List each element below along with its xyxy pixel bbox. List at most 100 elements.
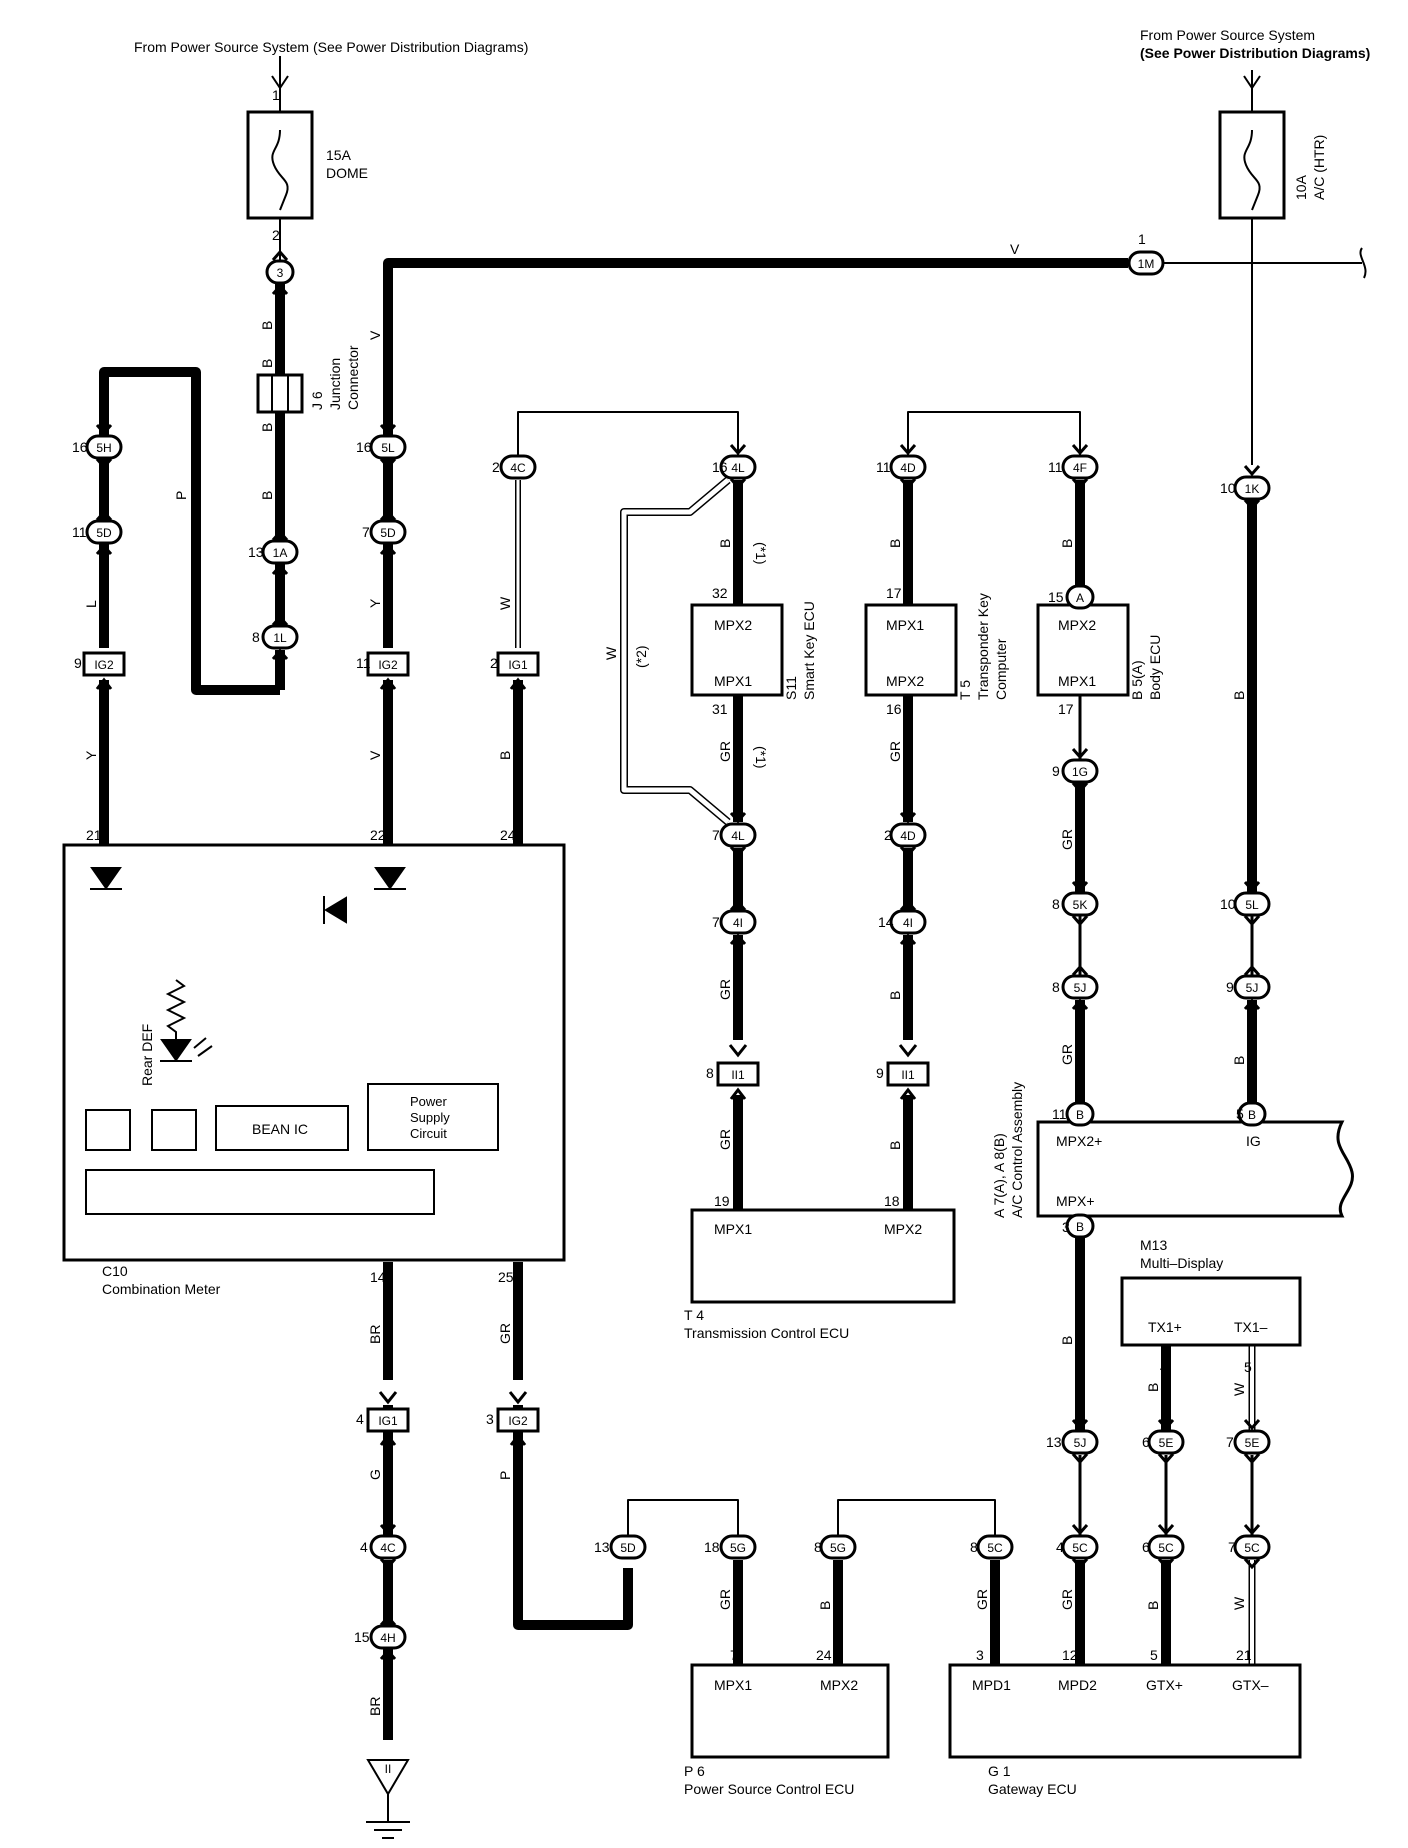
junction-code: J 6: [309, 391, 325, 410]
trans-ecu-mpx1: MPX1: [714, 1221, 752, 1237]
wire-color-label: L: [83, 600, 99, 608]
ground-icon: [366, 1759, 410, 1839]
trans-ecu-code: T 4: [684, 1307, 704, 1323]
top-right-source-line1: From Power Source System: [1140, 27, 1315, 43]
pin-number: 3: [1062, 1219, 1070, 1235]
wire-color-label: W: [497, 596, 513, 610]
wire-color-label: B: [1145, 1383, 1161, 1392]
connector-c5C_b: 5C: [1061, 1524, 1099, 1570]
connector-label: 1K: [1245, 482, 1260, 496]
rect-connector-ig1_a: IG1: [496, 651, 540, 690]
smart-key-bottom-pin: MPX1: [714, 673, 752, 689]
wire-color-label: W: [603, 646, 619, 660]
pin-number: 18: [704, 1539, 720, 1555]
wire-color-label: BR: [367, 1325, 383, 1344]
connector-label: A: [1076, 591, 1084, 605]
connector-c5K: 5K: [1061, 881, 1099, 927]
ac-name: A/C Control Assembly: [1009, 1082, 1025, 1218]
connector-c4D_a: 4D: [889, 444, 927, 490]
pin-number: 21: [86, 827, 102, 843]
pin-number: 13: [1046, 1434, 1062, 1450]
wire-color-label: B: [1145, 1601, 1161, 1610]
connector-label: 5C: [1244, 1541, 1260, 1555]
connector-label: B: [1248, 1108, 1256, 1122]
wire-color-label: G: [367, 1469, 383, 1480]
rect-connector-ii1_b: II1: [886, 1061, 930, 1100]
connector-label: 3: [277, 266, 284, 280]
connector-label: 5H: [96, 441, 111, 455]
body-ecu-name: Body ECU: [1147, 635, 1163, 700]
connector-cB1: B: [1065, 1101, 1095, 1127]
junction-name1: Junction: [327, 358, 343, 410]
trans-ecu-mpx2: MPX2: [884, 1221, 922, 1237]
connector-label: 5J: [1074, 981, 1087, 995]
connector-label: 5D: [96, 526, 112, 540]
md-tx1plus: TX1+: [1148, 1319, 1182, 1335]
pin-number: 8: [1052, 979, 1060, 995]
connector-label: 5L: [381, 441, 395, 455]
wire-color-label: B: [259, 423, 275, 432]
connector-c5D_b: 5D: [369, 509, 407, 555]
pin-number: 4: [356, 1411, 364, 1427]
connector-c5L_b: 5L: [1233, 881, 1271, 927]
connector-cB2: B: [1237, 1101, 1267, 1127]
pin-number: 11: [356, 655, 371, 671]
ac-mpxplus: MPX+: [1056, 1193, 1095, 1209]
pin-number: 8: [706, 1065, 714, 1081]
wire-color-label: GR: [717, 979, 733, 1000]
pin-number: 4: [1056, 1539, 1064, 1555]
connector-label: 1G: [1072, 765, 1088, 779]
connector-c5H: 5H: [85, 424, 123, 470]
wire-color-label: B: [887, 1141, 903, 1150]
rect-connector-ig1_b: IG1: [366, 1407, 410, 1446]
wire-color-label: GR: [974, 1589, 990, 1610]
gw-name: Gateway ECU: [988, 1781, 1077, 1797]
connector-c4I_b: 4I: [889, 899, 927, 945]
pin-number: 16: [72, 439, 88, 455]
pin-number: 14: [878, 914, 894, 930]
pin-number: 9: [74, 655, 82, 671]
note-1a: (*1): [753, 542, 769, 565]
connector-c5C_d: 5C: [1233, 1524, 1271, 1570]
connector-c4H: 4H: [369, 1614, 407, 1660]
note-1b: (*1): [753, 746, 769, 769]
body-ecu-top-pin: MPX2: [1058, 617, 1096, 633]
gw-mpd2: MPD2: [1058, 1677, 1097, 1693]
rect-connector-ii1_a: II1: [716, 1061, 760, 1100]
ac-mpx2plus: MPX2+: [1056, 1133, 1102, 1149]
pin-number: 4: [1160, 1359, 1168, 1375]
wire-color-label: GR: [497, 1323, 513, 1344]
connector-label: 4C: [380, 1541, 396, 1555]
wire-color-label: GR: [1059, 1044, 1075, 1065]
multi-display-code: M13: [1140, 1237, 1167, 1253]
pin-number: 7: [730, 1647, 738, 1663]
wire-color-label: B: [259, 321, 275, 330]
connector-label: 5J: [1246, 981, 1259, 995]
multi-display-box: [1120, 1276, 1302, 1347]
junction-name2: Connector: [345, 345, 361, 410]
pin-number: 12: [1062, 1647, 1078, 1663]
ac-code: A 7(A), A 8(B): [991, 1133, 1007, 1218]
connector-c4L_a: 4L: [719, 444, 757, 490]
top-left-source-label: From Power Source System (See Power Dist…: [134, 39, 528, 55]
wire-color-label: B: [259, 359, 275, 368]
pin-number: 18: [884, 1193, 900, 1209]
ps-mpx2: MPX2: [820, 1677, 858, 1693]
connector-label: 5G: [830, 1541, 846, 1555]
top-right-source-line2: (See Power Distribution Diagrams): [1140, 45, 1370, 61]
dome-fuse-name: DOME: [326, 165, 368, 181]
wire-color-label: B: [817, 1601, 833, 1610]
wire-color-label: P: [497, 1471, 513, 1480]
pin-number: 25: [498, 1269, 514, 1285]
rect-connector-label: IG2: [378, 658, 398, 672]
connector-c5L: 5L: [369, 424, 407, 470]
rect-connector-label: II1: [731, 1068, 745, 1082]
connector-c4D_b: 4D: [889, 812, 927, 858]
pin-number: 9: [876, 1065, 884, 1081]
transponder-name1: Transponder Key: [975, 593, 991, 700]
gw-mpd1: MPD1: [972, 1677, 1011, 1693]
wire-color-label: B: [497, 751, 513, 760]
combination-meter-code: C10: [102, 1263, 128, 1279]
junction-connector: [256, 373, 304, 414]
connector-label: 5K: [1073, 898, 1088, 912]
